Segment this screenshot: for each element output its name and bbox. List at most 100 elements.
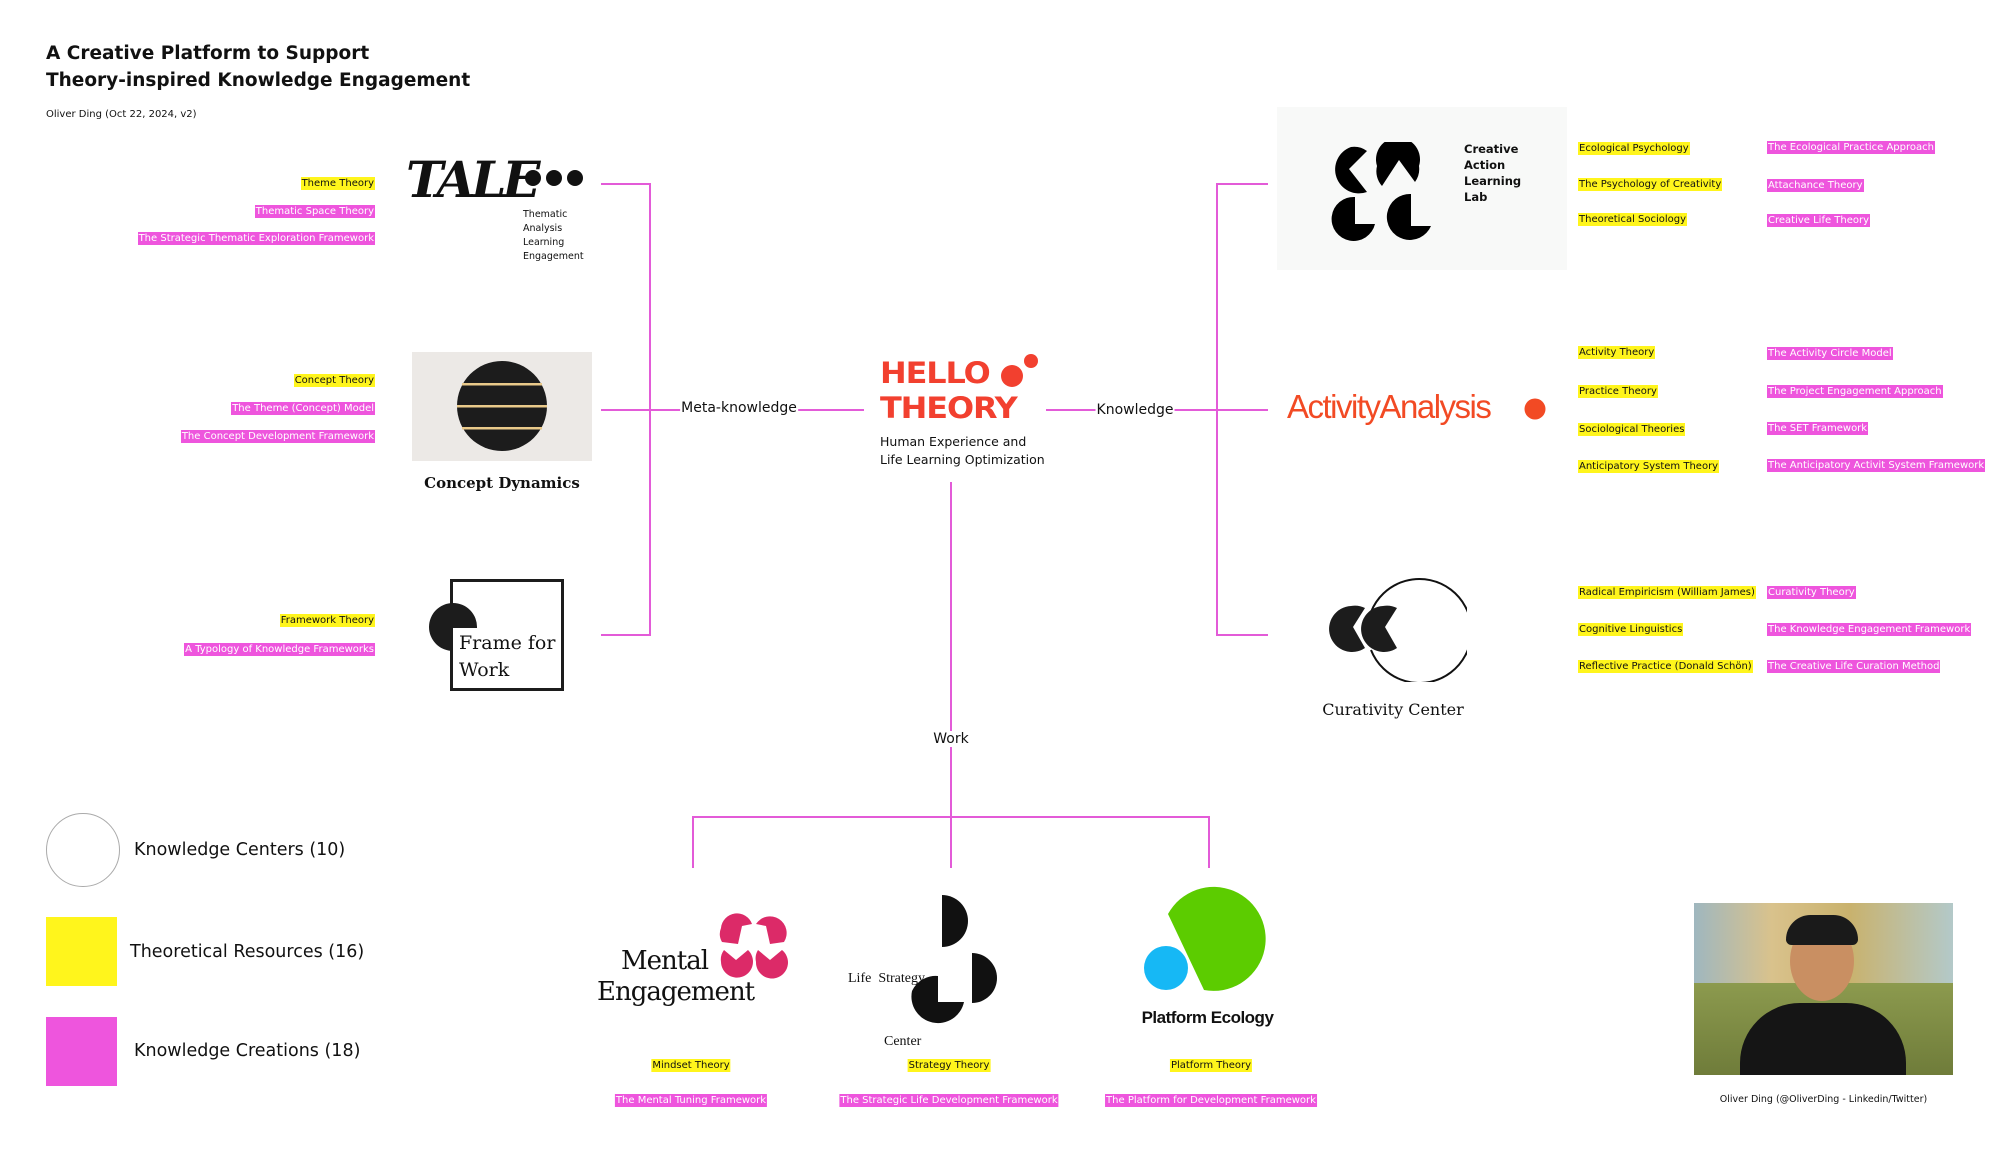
call-name-line: Action [1464, 158, 1506, 172]
connector-line [649, 183, 651, 636]
edge-label-meta-knowledge: Meta-knowledge [680, 400, 798, 416]
mental-engagement-name: Mental Engagement [597, 946, 755, 1008]
theoretical-resource-tag: Sociological Theories [1578, 423, 1686, 436]
legend-yellow-swatch [46, 917, 117, 986]
hello-word: HELLO [880, 356, 991, 390]
theoretical-resource-tag: Activity Theory [1578, 346, 1656, 359]
legend-theoretical-resources: Theoretical Resources (16) [130, 942, 365, 962]
activity-analysis-name: ActivityAnalysis [1287, 388, 1492, 425]
tale-sub-line: Thematic [523, 209, 568, 220]
call-name-line: Learning [1464, 174, 1522, 188]
connector-line [1216, 183, 1268, 185]
dots-icon [525, 170, 583, 186]
call-name-line: Lab [1464, 190, 1488, 204]
curativity-logo [1329, 578, 1467, 682]
striped-circle-icon [457, 361, 547, 451]
tale-sub-line: Engagement [523, 251, 584, 262]
quarter-circle-icon [429, 603, 478, 651]
theoretical-resource-tag: Mindset Theory [651, 1059, 731, 1072]
knowledge-creation-tag: The Strategic Thematic Exploration Frame… [137, 232, 375, 245]
connector-line [601, 634, 651, 636]
call-name-line: Creative [1464, 142, 1519, 156]
theoretical-resource-tag: Theoretical Sociology [1578, 213, 1688, 226]
hello-theory-logo: HELLO THEORY [880, 354, 1038, 426]
mental-engagement-logo [719, 913, 788, 979]
dot-icon [1524, 398, 1546, 420]
theoretical-resource-tag: Ecological Psychology [1578, 142, 1690, 155]
curativity-center-name: Curativity Center [1322, 700, 1464, 719]
theoretical-resource-tag: Practice Theory [1578, 385, 1658, 398]
author-photo [1694, 903, 1953, 1075]
life-strategy-logo [911, 895, 997, 1024]
title-line-2: Theory-inspired Knowledge Engagement [46, 70, 471, 91]
knowledge-creation-tag: The Theme (Concept) Model [231, 402, 375, 415]
strategy-name-line: Life Strategy [848, 971, 925, 986]
tale-wordmark: TALE [406, 150, 541, 209]
dots-icon [1001, 354, 1038, 387]
knowledge-creation-tag: The Ecological Practice Approach [1767, 141, 1935, 154]
theoretical-resource-tag: Cognitive Linguistics [1578, 623, 1684, 636]
concept-dynamics-name: Concept Dynamics [424, 474, 580, 492]
hello-theory-tagline: Human Experience and Life Learning Optim… [880, 433, 1045, 469]
mental-name-line: Engagement [597, 977, 755, 1007]
theoretical-resource-tag: Anticipatory System Theory [1578, 460, 1720, 473]
theoretical-resource-tag: Framework Theory [279, 614, 375, 627]
legend-knowledge-creations: Knowledge Creations (18) [134, 1041, 361, 1061]
theory-word: THEORY [880, 391, 1018, 425]
knowledge-creation-tag: The Anticipatory Activit System Framewor… [1767, 459, 1986, 472]
legend-magenta-swatch [46, 1017, 117, 1086]
frame-name-line: Work [459, 659, 510, 681]
tale-subtitle: Thematic Analysis Learning Engagement [523, 208, 584, 264]
knowledge-creation-tag: The Project Engagement Approach [1767, 385, 1943, 398]
knowledge-creation-tag: Creative Life Theory [1767, 214, 1871, 227]
frame-name-line: Frame for [459, 632, 556, 654]
author-caption: Oliver Ding (@OliverDing - Linkedin/Twit… [1719, 1094, 1928, 1105]
life-strategy-center-name: Life Strategy Center [848, 926, 925, 1073]
knowledge-creation-tag: Attachance Theory [1767, 179, 1864, 192]
tagline-line: Human Experience and [880, 434, 1027, 449]
tale-sub-line: Analysis [523, 223, 563, 234]
theoretical-resource-tag: Concept Theory [293, 374, 375, 387]
connector-line [692, 816, 694, 868]
theoretical-resource-tag: Reflective Practice (Donald Schön) [1578, 660, 1753, 673]
knowledge-creation-tag: The Activity Circle Model [1767, 347, 1893, 360]
theoretical-resource-tag: The Psychology of Creativity [1578, 178, 1723, 191]
knowledge-creation-tag: The SET Framework [1767, 422, 1869, 435]
knowledge-creation-tag: The Platform for Development Framework [1105, 1094, 1317, 1107]
author-date: Oliver Ding (Oct 22, 2024, v2) [46, 109, 197, 120]
platform-ecology-logo [1144, 886, 1266, 991]
connector-line [1216, 183, 1218, 636]
knowledge-creation-tag: Thematic Space Theory [254, 205, 375, 218]
connector-line [950, 482, 952, 868]
theoretical-resource-tag: Platform Theory [1169, 1059, 1253, 1072]
call-name: Creative Action Learning Lab [1464, 141, 1521, 205]
theoretical-resource-tag: Strategy Theory [907, 1059, 991, 1072]
knowledge-creation-tag: A Typology of Knowledge Frameworks [184, 643, 375, 656]
knowledge-creation-tag: The Mental Tuning Framework [614, 1094, 768, 1107]
tagline-line: Life Learning Optimization [880, 452, 1045, 467]
title-line-1: A Creative Platform to Support [46, 43, 370, 64]
connector-line [692, 816, 1210, 818]
knowledge-creation-tag: The Creative Life Curation Method [1767, 660, 1941, 673]
knowledge-creation-tag: The Concept Development Framework [180, 430, 375, 443]
pacman-shapes-icon [1331, 142, 1431, 241]
edge-label-work: Work [932, 731, 970, 747]
theoretical-resource-tag: Radical Empiricism (William James) [1578, 586, 1756, 599]
knowledge-creation-tag: Curativity Theory [1767, 586, 1856, 599]
page-title: A Creative Platform to Support Theory-in… [46, 40, 470, 94]
legend-circle-swatch [46, 813, 120, 887]
theoretical-resource-tag: Theme Theory [300, 177, 375, 190]
concept-dynamics-logo [412, 352, 592, 461]
shirt [1740, 1003, 1906, 1075]
tale-logo: TALE [406, 150, 583, 209]
knowledge-creation-tag: The Knowledge Engagement Framework [1767, 623, 1972, 636]
strategy-name-line: Center [884, 1034, 922, 1049]
connector-line [601, 183, 651, 185]
knowledge-creation-tag: The Strategic Life Development Framework [839, 1094, 1059, 1107]
call-logo: Creative Action Learning Lab [1277, 107, 1567, 270]
tale-sub-line: Learning [523, 237, 565, 248]
legend-knowledge-centers: Knowledge Centers (10) [134, 840, 346, 860]
mental-name-line: Mental [621, 946, 709, 976]
edge-label-knowledge: Knowledge [1095, 402, 1175, 418]
frame-for-work-name: Frame for Work [459, 630, 555, 684]
